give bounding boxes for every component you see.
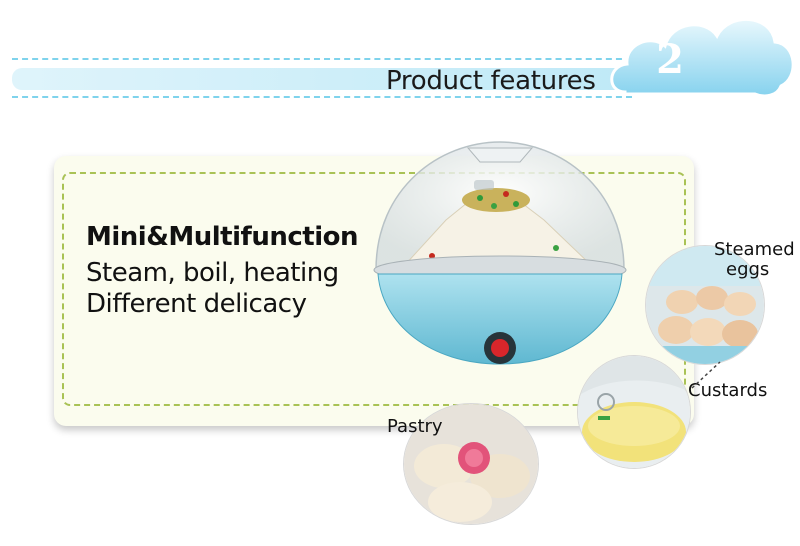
steamed-eggs-label-line-2: eggs bbox=[726, 259, 770, 280]
feature-heading: Mini&Multifunction bbox=[86, 222, 358, 252]
cloud-icon bbox=[610, 18, 795, 98]
steamed-eggs-label-line-1: Steamed bbox=[714, 239, 795, 260]
feature-line-2: Different delicacy bbox=[86, 289, 307, 319]
pastry-image bbox=[404, 404, 538, 524]
band-dashed-line-bottom bbox=[12, 96, 632, 98]
band-dashed-line-top bbox=[12, 58, 632, 60]
steamed-eggs-label: Steamed eggs bbox=[714, 240, 795, 280]
egg-cooker-image bbox=[373, 141, 627, 365]
custards-label: Custards bbox=[688, 380, 768, 401]
connector-line bbox=[691, 361, 721, 389]
feature-line-1: Steam, boil, heating bbox=[86, 258, 339, 288]
section-title: Product features bbox=[386, 66, 596, 96]
step-number: 2 bbox=[656, 36, 684, 83]
steamed-eggs-image bbox=[646, 246, 764, 364]
custards-image bbox=[578, 356, 690, 468]
band-ribbon bbox=[12, 68, 632, 90]
header-band: Product features bbox=[0, 40, 800, 110]
pastry-label: Pastry bbox=[387, 416, 443, 437]
